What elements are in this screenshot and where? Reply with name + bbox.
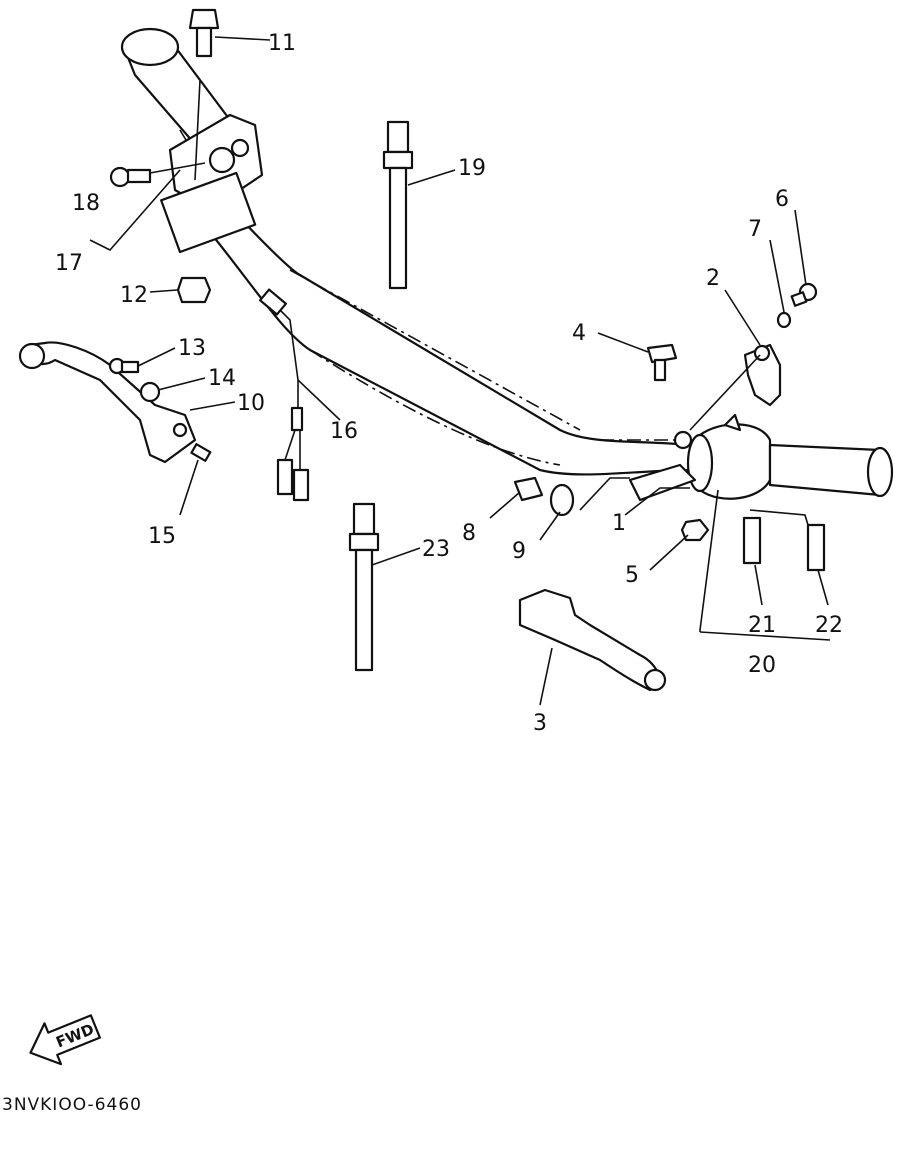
washer-7 bbox=[776, 311, 792, 329]
screw-22 bbox=[806, 523, 826, 572]
wire-harness bbox=[258, 288, 310, 502]
nut-12 bbox=[176, 276, 212, 304]
fitting-8 bbox=[513, 476, 544, 502]
clamp bbox=[743, 343, 782, 407]
callout-labels: 1 2 3 4 5 6 7 8 9 10 11 12 13 14 15 16 1… bbox=[55, 31, 843, 736]
callout-5: 5 bbox=[625, 563, 639, 588]
left-grip bbox=[120, 27, 232, 152]
callout-12: 12 bbox=[120, 283, 148, 308]
callout-6: 6 bbox=[775, 187, 789, 212]
fwd-arrow: FWD bbox=[29, 1014, 101, 1066]
callout-22: 22 bbox=[815, 613, 843, 638]
screw-15 bbox=[190, 443, 212, 462]
screw-13 bbox=[108, 357, 140, 375]
callout-7: 7 bbox=[748, 217, 762, 242]
leader-lines bbox=[89, 36, 831, 706]
screw-6 bbox=[790, 282, 818, 307]
screw-4 bbox=[646, 343, 678, 382]
callout-20: 20 bbox=[748, 653, 776, 678]
callout-1: 1 bbox=[612, 511, 626, 536]
clutch-lever bbox=[18, 341, 197, 464]
brake-lever bbox=[518, 588, 667, 692]
bolt-11 bbox=[188, 8, 220, 58]
callout-15: 15 bbox=[148, 524, 176, 549]
screw-18 bbox=[109, 166, 152, 188]
screw-21 bbox=[742, 516, 762, 565]
callout-14: 14 bbox=[208, 366, 236, 391]
callout-21: 21 bbox=[748, 613, 776, 638]
callout-2: 2 bbox=[706, 266, 720, 291]
nut-5 bbox=[680, 518, 710, 542]
cable-tie-23 bbox=[348, 502, 380, 672]
throttle-housing bbox=[686, 413, 894, 500]
handlebar bbox=[179, 129, 700, 476]
callout-10: 10 bbox=[237, 391, 265, 416]
cable-tie-19 bbox=[382, 120, 414, 290]
left-switch-housing bbox=[160, 113, 264, 254]
drawing-code: 3NVKIOO-6460 bbox=[2, 1095, 142, 1115]
callout-13: 13 bbox=[178, 336, 206, 361]
callout-3: 3 bbox=[533, 711, 547, 736]
callout-4: 4 bbox=[572, 321, 586, 346]
callout-19: 19 bbox=[458, 156, 486, 181]
callout-16: 16 bbox=[330, 419, 358, 444]
callout-17: 17 bbox=[55, 251, 83, 276]
callout-8: 8 bbox=[462, 521, 476, 546]
callout-18: 18 bbox=[72, 191, 100, 216]
callout-23: 23 bbox=[422, 537, 450, 562]
callout-9: 9 bbox=[512, 539, 526, 564]
nut-14 bbox=[139, 381, 161, 403]
bracket bbox=[628, 430, 697, 502]
grommet-9 bbox=[549, 483, 575, 517]
callout-11: 11 bbox=[268, 31, 296, 56]
